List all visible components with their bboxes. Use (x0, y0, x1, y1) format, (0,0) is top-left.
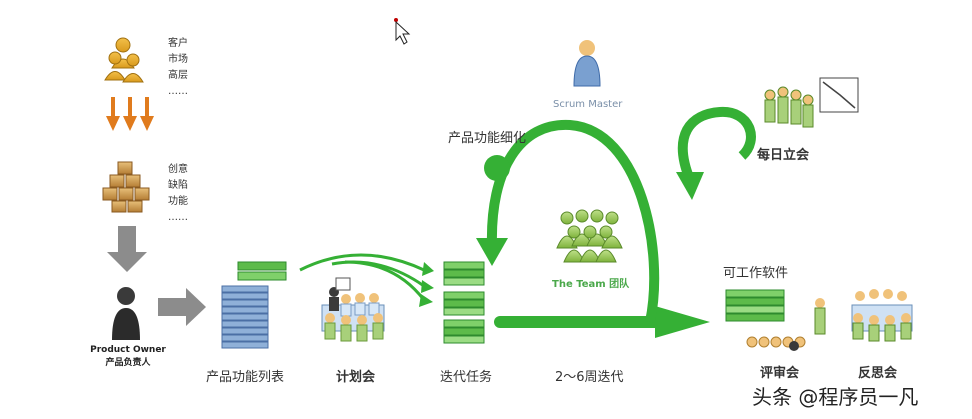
stakeholder-customer: 客户 (168, 38, 188, 49)
working-software-label: 可工作软件 (723, 266, 789, 281)
product-owner-label: Product Owner 产品负责人 (86, 345, 170, 368)
planning-meeting-icon (321, 277, 385, 342)
source-ellipsis: …… (168, 212, 188, 223)
review-meeting-label: 评审会 (760, 366, 800, 381)
watermark-text: 头条 @程序员一凡 (752, 385, 919, 409)
retrospective-icon (851, 289, 913, 342)
team-icon (556, 209, 623, 263)
gray-down-arrow (107, 226, 147, 272)
review-meeting-icon (746, 298, 826, 351)
boxes-icon (102, 161, 150, 213)
source-list: 创意 缺陷 功能 …… (168, 162, 188, 226)
planning-arrowheads (419, 262, 434, 307)
product-owner-zh: 产品负责人 (105, 358, 151, 368)
sprint-length-label: 2～6周迭代 (555, 370, 624, 385)
daily-standup-icon (764, 77, 859, 128)
source-ideas: 创意 (168, 164, 188, 175)
source-defects: 缺陷 (168, 180, 188, 191)
scrum-master-label: Scrum Master (553, 99, 623, 110)
sprint-cycle-loop (476, 119, 710, 338)
gray-right-arrow (158, 288, 206, 326)
planning-flow-arrows (299, 253, 426, 301)
sprint-backlog-label: 迭代任务 (440, 370, 493, 385)
retrospective-label: 反思会 (858, 366, 898, 381)
backlog-refinement-label: 产品功能细化 (448, 131, 527, 146)
stakeholders-icon (104, 37, 144, 83)
planning-meeting-label: 计划会 (336, 370, 376, 385)
team-label: The Team 团队 (552, 279, 630, 290)
working-software-icon (725, 289, 785, 322)
orange-down-arrows (106, 97, 154, 131)
product-backlog-label: 产品功能列表 (206, 370, 285, 385)
sprint-backlog-icon (443, 261, 485, 344)
product-backlog-icon (221, 261, 287, 349)
daily-loop (676, 106, 756, 200)
stakeholder-list: 客户 市场 高层 …… (168, 36, 188, 100)
source-features: 功能 (168, 196, 188, 207)
mouse-cursor-icon (394, 18, 411, 45)
stakeholder-executives: 高层 (168, 70, 188, 81)
daily-standup-label: 每日立会 (757, 148, 810, 163)
stakeholder-ellipsis: …… (168, 86, 188, 97)
product-owner-icon (112, 287, 140, 340)
scrum-master-icon (573, 40, 601, 87)
product-owner-en: Product Owner (90, 345, 166, 355)
stakeholder-market: 市场 (168, 54, 188, 65)
